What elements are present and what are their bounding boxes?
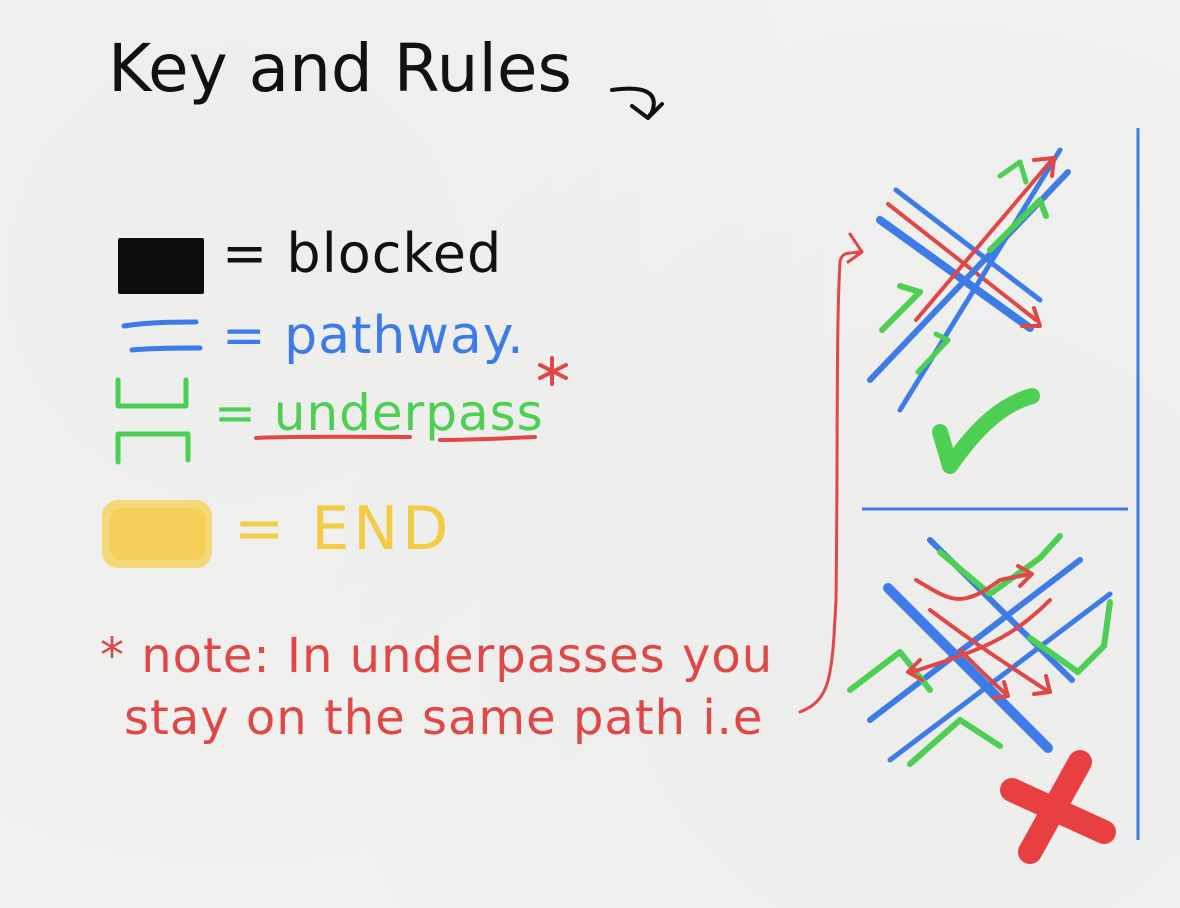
underpass-symbol bbox=[115, 377, 191, 465]
note-line-1: * note: In underpasses you bbox=[100, 628, 774, 684]
pathway-symbol bbox=[121, 319, 203, 353]
key-label-blocked: = blocked bbox=[222, 222, 503, 285]
key-label-pathway: = pathway. bbox=[222, 306, 525, 366]
example-correct bbox=[867, 147, 1071, 413]
end-swatch bbox=[102, 500, 212, 568]
check-mark-icon bbox=[932, 388, 1040, 474]
key-label-end: = END bbox=[234, 494, 453, 564]
blocked-swatch bbox=[118, 238, 204, 294]
cross-mark-icon bbox=[1000, 750, 1116, 864]
note-connector bbox=[798, 232, 864, 714]
underpass-underline bbox=[254, 434, 537, 442]
asterisk-icon bbox=[538, 356, 568, 386]
page-title: Key and Rules bbox=[108, 30, 572, 107]
arrow-down-icon bbox=[610, 86, 664, 120]
example-incorrect bbox=[847, 533, 1113, 767]
key-label-underpass: = underpass bbox=[214, 384, 544, 442]
note-line-2: stay on the same path i.e bbox=[124, 690, 764, 746]
